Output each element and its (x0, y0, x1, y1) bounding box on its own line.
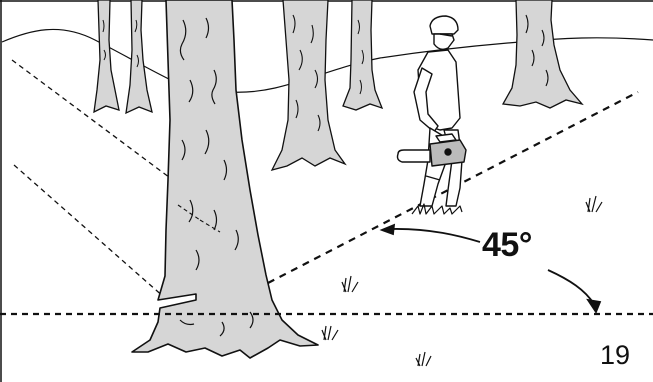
page-number: 19 (600, 340, 631, 370)
background-tree-center-right (342, 0, 384, 111)
felling-angle-label: 45° (482, 226, 532, 264)
background-tree-left (93, 0, 153, 115)
main-tree (131, 0, 319, 359)
operator-figure (396, 15, 467, 215)
background-tree-middle (270, 0, 347, 171)
background-tree-right (501, 0, 584, 109)
angle-arc (379, 223, 602, 314)
grass-tufts (321, 195, 603, 367)
